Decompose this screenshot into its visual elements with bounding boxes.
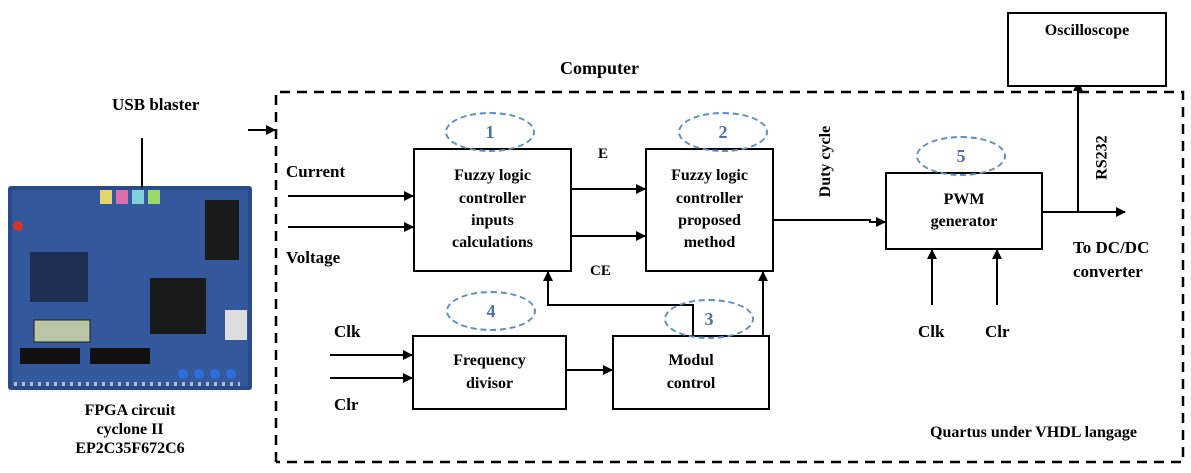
computer-boundary (274, 90, 1185, 464)
fpga-board-image (8, 186, 252, 390)
clk-label: Clk (334, 322, 361, 341)
frequency-divisor-block: Frequency divisor (412, 335, 567, 410)
current-label: Current (286, 162, 346, 181)
fuzzy-inputs-block: Fuzzy logic controller inputs calculatio… (413, 148, 572, 272)
pwm-clr-label: Clr (985, 322, 1010, 341)
freq-line1: Frequency (453, 352, 526, 370)
voltage-label: Voltage (286, 248, 341, 267)
pwm-clk-label: Clk (918, 322, 945, 341)
fpga-caption-line2: cyclone II (96, 421, 164, 439)
fpga-caption: FPGA circuit cyclone II EP2C35F672C6 (50, 401, 210, 459)
fuzzy-inputs-line3: inputs (471, 212, 514, 229)
duty-line (774, 217, 886, 227)
clr-label: Clr (334, 395, 359, 414)
computer-title: Computer (560, 58, 639, 78)
to-dcdc-line2: converter (1073, 262, 1143, 281)
fpga-caption-line1: FPGA circuit (84, 402, 176, 419)
duty-cycle-label: Duty cycle (817, 125, 835, 198)
oscilloscope-label: Oscilloscope (1044, 22, 1130, 39)
fuzzy-proposed-line2: controller (675, 189, 744, 207)
modul-line1: Modul (668, 352, 714, 370)
fpga-caption-line3: EP2C35F672C6 (75, 440, 185, 458)
ce-label: CE (590, 263, 611, 279)
fuzzy-inputs-line1: Fuzzy logic (454, 167, 531, 185)
fuzzy-proposed-line1: Fuzzy logic (671, 167, 748, 185)
fuzzy-proposed-line3: proposed (678, 212, 741, 229)
badge-1: 1 (445, 112, 535, 152)
quartus-label: Quartus under VHDL langage (930, 424, 1138, 441)
badge-5: 5 (916, 136, 1006, 176)
badge-3: 3 (664, 299, 754, 339)
fuzzy-inputs-line2: controller (458, 189, 527, 207)
modul-line2: control (666, 374, 716, 392)
fuzzy-proposed-block: Fuzzy logic controller proposed method (645, 148, 774, 272)
pwm-line1: PWM (943, 190, 985, 208)
oscilloscope-block: Oscilloscope (1007, 12, 1167, 87)
fuzzy-inputs-line4: calculations (452, 234, 533, 252)
to-dcdc-line1: To DC/DC (1073, 238, 1150, 257)
e-label: E (598, 146, 609, 162)
freq-line2: divisor (465, 374, 514, 392)
pwm-line2: generator (930, 213, 998, 230)
fuzzy-proposed-line4: method (683, 234, 736, 252)
badge-2: 2 (678, 112, 768, 152)
pwm-generator-block: PWM generator (885, 172, 1043, 250)
rs232-label: RS232 (1093, 135, 1111, 180)
modul-control-block: Modul control (612, 335, 770, 410)
badge-4: 4 (446, 291, 536, 331)
usb-blaster-label: USB blaster (112, 95, 200, 114)
